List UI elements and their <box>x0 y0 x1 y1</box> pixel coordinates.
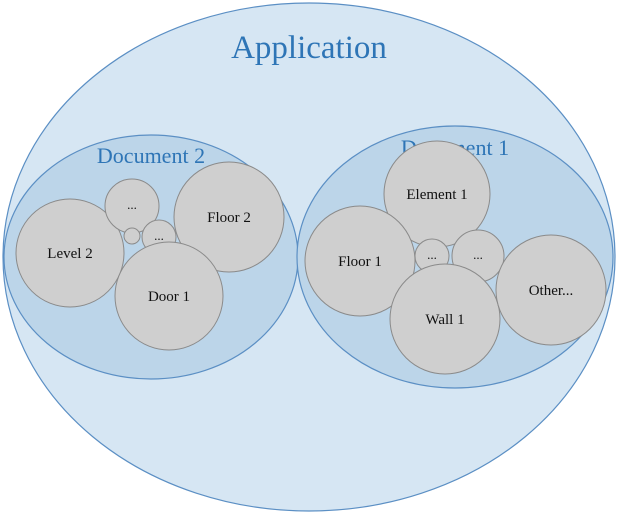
ellipsis-label: ... <box>473 247 483 262</box>
wall-1-node <box>389 263 501 375</box>
ellipsis-label: ... <box>154 228 164 243</box>
small-node <box>123 227 141 245</box>
other-node <box>495 234 607 346</box>
floor-2-label: Floor 2 <box>207 210 251 226</box>
floor-1-node <box>304 205 416 317</box>
level-2-label: Level 2 <box>47 246 92 262</box>
door-1-node <box>114 241 224 351</box>
level-2-node <box>15 198 125 308</box>
ellipsis-label: ... <box>427 247 437 262</box>
element-1-label: Element 1 <box>406 187 467 203</box>
other-label: Other... <box>529 283 574 299</box>
application-label: Application <box>231 30 387 66</box>
floor-1-label: Floor 1 <box>338 254 382 270</box>
document-2-label: Document 2 <box>97 143 205 168</box>
door-1-label: Door 1 <box>148 289 190 305</box>
ellipsis-label: ... <box>127 197 137 212</box>
floor-2-node <box>173 161 285 273</box>
wall-1-label: Wall 1 <box>425 312 464 328</box>
